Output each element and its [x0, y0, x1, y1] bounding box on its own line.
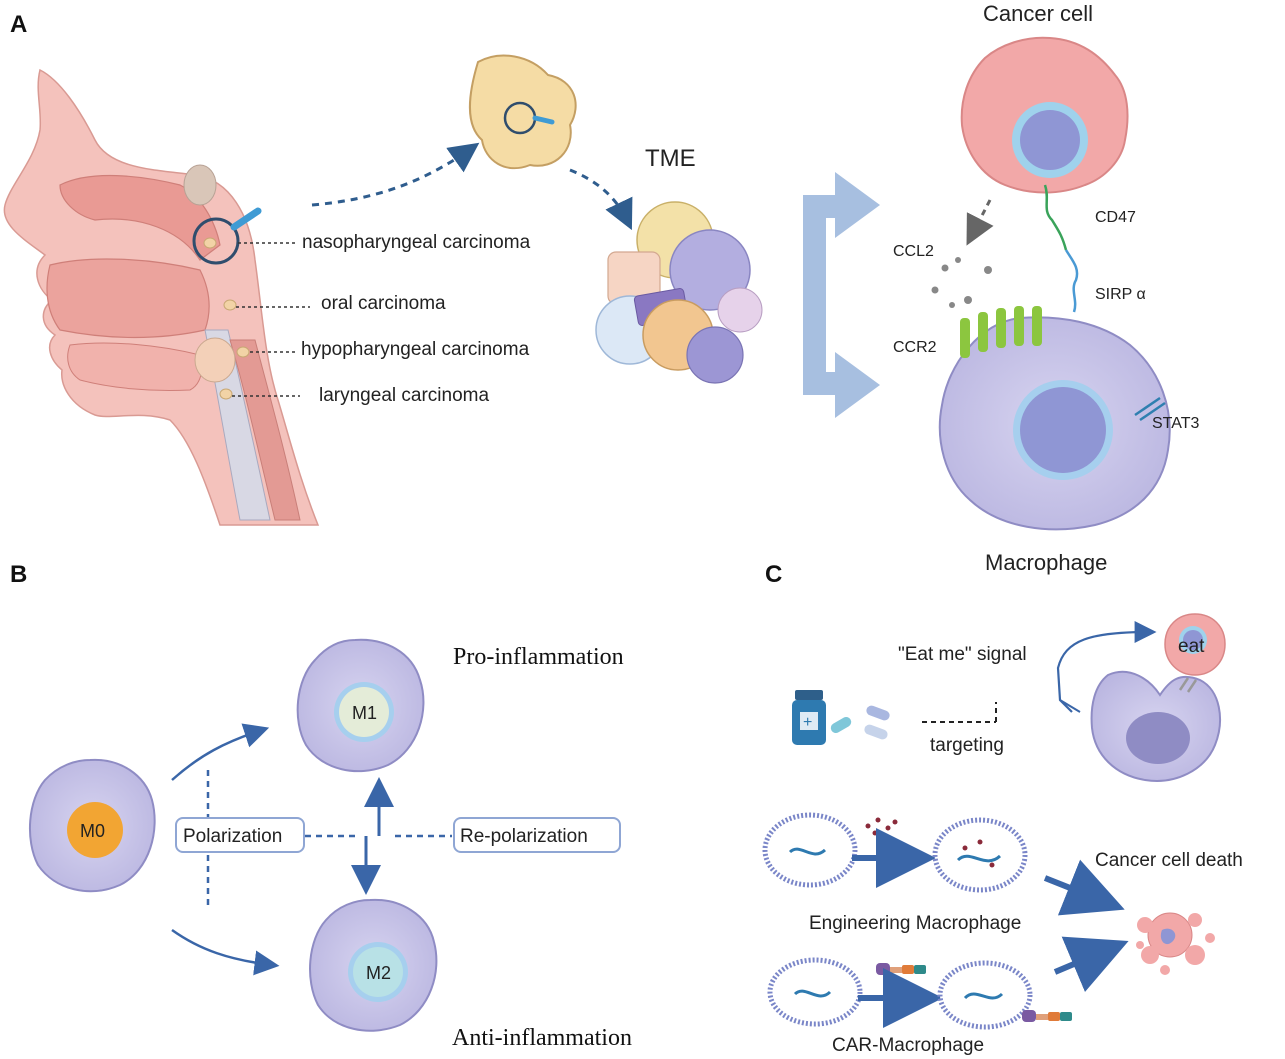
- anti-inflammation-label: Anti-inflammation: [452, 1025, 632, 1051]
- cancer-cell-death-label: Cancer cell death: [1095, 850, 1243, 871]
- tme-label: TME: [645, 145, 696, 172]
- ccr2-receptor: [960, 306, 1042, 358]
- dashed-arrow-to-tumor: [311, 142, 480, 207]
- eat-me-arrow: [1056, 621, 1157, 713]
- site-label-nasopharyngeal: nasopharyngeal carcinoma: [302, 232, 531, 253]
- m2-label: M2: [366, 963, 391, 983]
- polarization-label: Polarization: [183, 826, 282, 847]
- polarization-box: [175, 817, 305, 853]
- ccl2-secretion-arrow: [966, 199, 994, 246]
- leader-lines: [232, 242, 310, 397]
- payload-particles: [865, 817, 898, 836]
- car-macrophage-after: [937, 960, 1072, 1030]
- pro-inflammation-label: Pro-inflammation: [453, 644, 624, 670]
- arrow-m0-to-m2: [171, 928, 280, 976]
- engineering-macrophage-before: [762, 812, 858, 888]
- engineering-macrophage-after: [932, 817, 1028, 893]
- magnifier-icon: [192, 207, 262, 265]
- m2-macrophage: [309, 898, 438, 1032]
- phagocytic-macrophage: [1090, 670, 1221, 782]
- tme-cell-cluster: [595, 201, 763, 384]
- panel-c-letter: C: [765, 561, 782, 588]
- drug-bottle-icon: +: [792, 690, 826, 745]
- m1-label: M1: [352, 703, 377, 723]
- macrophage-label: Macrophage: [985, 550, 1107, 575]
- stat3-antibody-icon: [1134, 396, 1166, 422]
- ccl2-particles: [931, 257, 992, 308]
- bracket-arrows: [803, 172, 880, 418]
- target-cancer-cell: [1164, 613, 1226, 676]
- car-macrophage-label: CAR-Macrophage: [832, 1035, 984, 1056]
- dead-cancer-cell-fragments: [1136, 912, 1215, 975]
- site-label-hypopharyngeal: hypopharyngeal carcinoma: [301, 339, 530, 360]
- tumor-tissue-illustration: [468, 54, 577, 170]
- cancer-cell-label: Cancer cell: [983, 1, 1093, 26]
- ccr2-label: CCR2: [893, 339, 937, 356]
- polarization-dashes: [206, 770, 452, 905]
- site-label-oral: oral carcinoma: [321, 293, 446, 314]
- tumor-spots: [203, 237, 250, 400]
- arrow-m0-to-m1: [171, 723, 270, 781]
- head-anatomy-illustration: [3, 68, 320, 526]
- eat-me-arrow-tail: [1059, 699, 1081, 713]
- eat-label: eat: [1178, 636, 1205, 657]
- site-label-laryngeal: laryngeal carcinoma: [319, 385, 489, 406]
- targeting-label: targeting: [930, 735, 1004, 756]
- svg-text:+: +: [803, 714, 812, 731]
- car-macrophage-before: [767, 957, 863, 1027]
- repolarization-label: Re-polarization: [460, 826, 588, 847]
- macrophage-illustration: [938, 316, 1171, 531]
- panel-a-letter: A: [10, 11, 27, 38]
- repolarization-box: [453, 817, 621, 853]
- engineering-macrophage-label: Engineering Macrophage: [809, 913, 1021, 934]
- car-to-death-arrow: [1053, 936, 1129, 992]
- stat3-label: STAT3: [1152, 415, 1200, 432]
- cd47-label: CD47: [1095, 209, 1136, 226]
- pills-icon: [830, 705, 890, 740]
- ccl2-label: CCL2: [893, 243, 934, 260]
- m1-macrophage: [296, 638, 425, 773]
- sirpa-label: SIRP α: [1095, 286, 1146, 303]
- cancer-cell-illustration: [960, 36, 1129, 194]
- car-construct-icon: [876, 963, 926, 975]
- dashed-arrow-to-tme: [569, 168, 633, 231]
- m0-label: M0: [80, 821, 105, 841]
- engineering-to-death-arrow: [1043, 859, 1125, 916]
- m0-macrophage: [28, 758, 156, 893]
- panel-b-letter: B: [10, 561, 27, 588]
- targeting-connector: [922, 702, 997, 723]
- eat-me-signal-label: "Eat me" signal: [898, 644, 1027, 665]
